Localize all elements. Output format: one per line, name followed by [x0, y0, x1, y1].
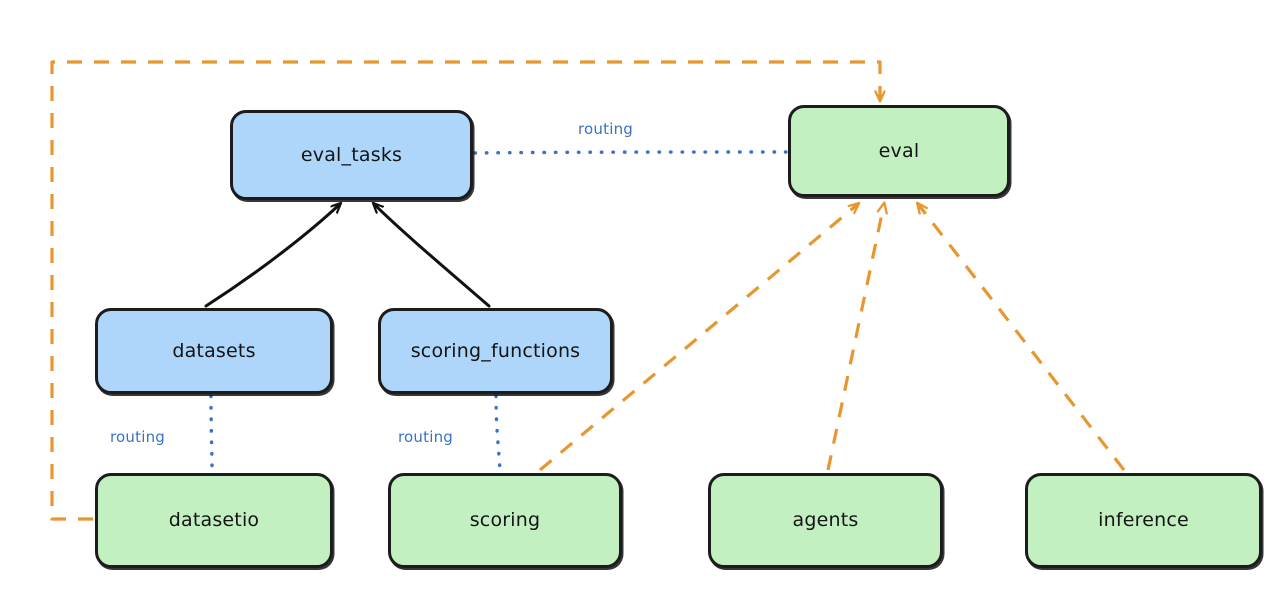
edge-inference-to-eval — [918, 204, 1126, 471]
node-inference[interactable]: inference — [1025, 473, 1262, 568]
node-eval-tasks[interactable]: eval_tasks — [230, 110, 473, 200]
edge-eval-tasks-to-eval — [473, 150, 788, 155]
node-label-inference: inference — [1098, 509, 1189, 531]
node-datasets[interactable]: datasets — [95, 308, 333, 394]
edge-datasets-to-eval-tasks — [204, 204, 340, 308]
edge-agents-to-eval — [826, 204, 884, 471]
node-agents[interactable]: agents — [708, 473, 943, 568]
node-label-eval-tasks: eval_tasks — [300, 143, 403, 166]
node-label-datasetio: datasetio — [168, 509, 260, 531]
edge-label-routing-datasets-datasetio: routing — [110, 428, 165, 446]
edge-datasets-to-datasetio — [209, 394, 214, 473]
edge-scoring-functions-to-eval-tasks — [374, 204, 491, 308]
node-eval[interactable]: eval — [788, 105, 1010, 197]
node-label-scoring: scoring — [469, 509, 541, 531]
edge-label-routing-scoring-functions-scoring: routing — [398, 428, 453, 446]
node-label-scoring-functions: scoring_functions — [410, 339, 581, 362]
node-scoring[interactable]: scoring — [388, 473, 622, 568]
node-label-datasets: datasets — [172, 339, 256, 362]
edge-datasetio-to-eval — [50, 60, 880, 521]
node-label-agents: agents — [792, 509, 859, 531]
edge-scoring-functions-to-scoring — [494, 394, 502, 473]
node-datasetio[interactable]: datasetio — [95, 473, 333, 568]
node-label-eval: eval — [878, 139, 920, 162]
edge-label-routing-eval-tasks-eval: routing — [578, 120, 633, 138]
node-scoring-functions[interactable]: scoring_functions — [378, 308, 613, 394]
